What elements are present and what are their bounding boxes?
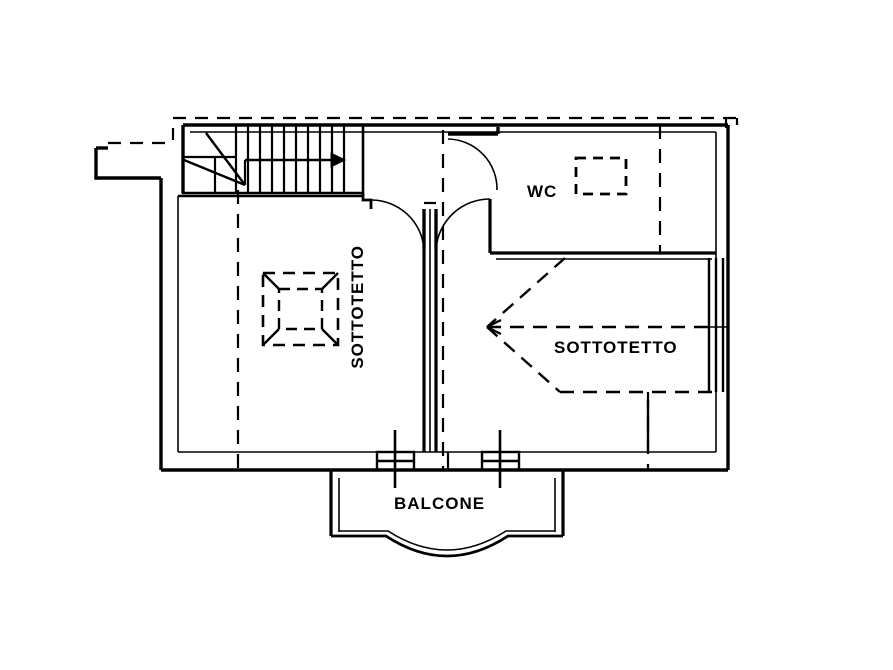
door-left-swing xyxy=(370,199,426,250)
balcony-front-outer xyxy=(331,534,563,558)
staircase xyxy=(181,126,373,209)
hip-ridge-arrow xyxy=(486,319,502,335)
outer-wall-left-protrusion xyxy=(94,148,161,180)
skylight-symbol-left xyxy=(261,271,340,347)
wc-door-arc xyxy=(447,138,498,191)
door-right-arc xyxy=(435,198,491,250)
room-wc xyxy=(447,125,716,260)
skylight-corner-diagonals-left xyxy=(262,272,339,346)
balcony-door-right xyxy=(480,430,521,488)
outer-wall xyxy=(94,123,730,472)
room-label-balcone: BALCONE xyxy=(394,494,486,513)
hip-line-upper xyxy=(486,257,566,328)
roof-tick-marks xyxy=(171,118,728,140)
roof-outline-dashed xyxy=(108,116,739,145)
room-sottotetto-left xyxy=(178,190,431,470)
skylight-outer-rect xyxy=(261,271,340,347)
wc-fixture-rect xyxy=(574,156,628,196)
balcony xyxy=(329,470,565,558)
window-right xyxy=(702,258,728,392)
stair-direction-arrow xyxy=(243,152,347,185)
stair-winder-diagonals xyxy=(183,132,246,187)
room-label-sottotetto-left: SOTTOTETTO xyxy=(348,245,367,369)
roof-hip-lines-right xyxy=(486,257,716,394)
skylight-inner-left xyxy=(277,287,324,331)
room-label-sottotetto-right: SOTTOTETTO xyxy=(554,338,678,357)
hip-line-lower xyxy=(486,326,561,393)
balcony-front-inner xyxy=(339,530,555,551)
stair-bottom-step xyxy=(361,193,373,209)
door-left-arc xyxy=(370,199,425,250)
room-sottotetto-right xyxy=(486,257,728,470)
inner-wall-faces xyxy=(177,131,717,453)
balcony-door-left xyxy=(375,430,416,488)
stair-landing xyxy=(183,155,236,193)
wc-fixture-dashed xyxy=(574,156,628,196)
skylight-inner-rect xyxy=(277,287,324,331)
room-label-wc: WC xyxy=(527,182,558,201)
